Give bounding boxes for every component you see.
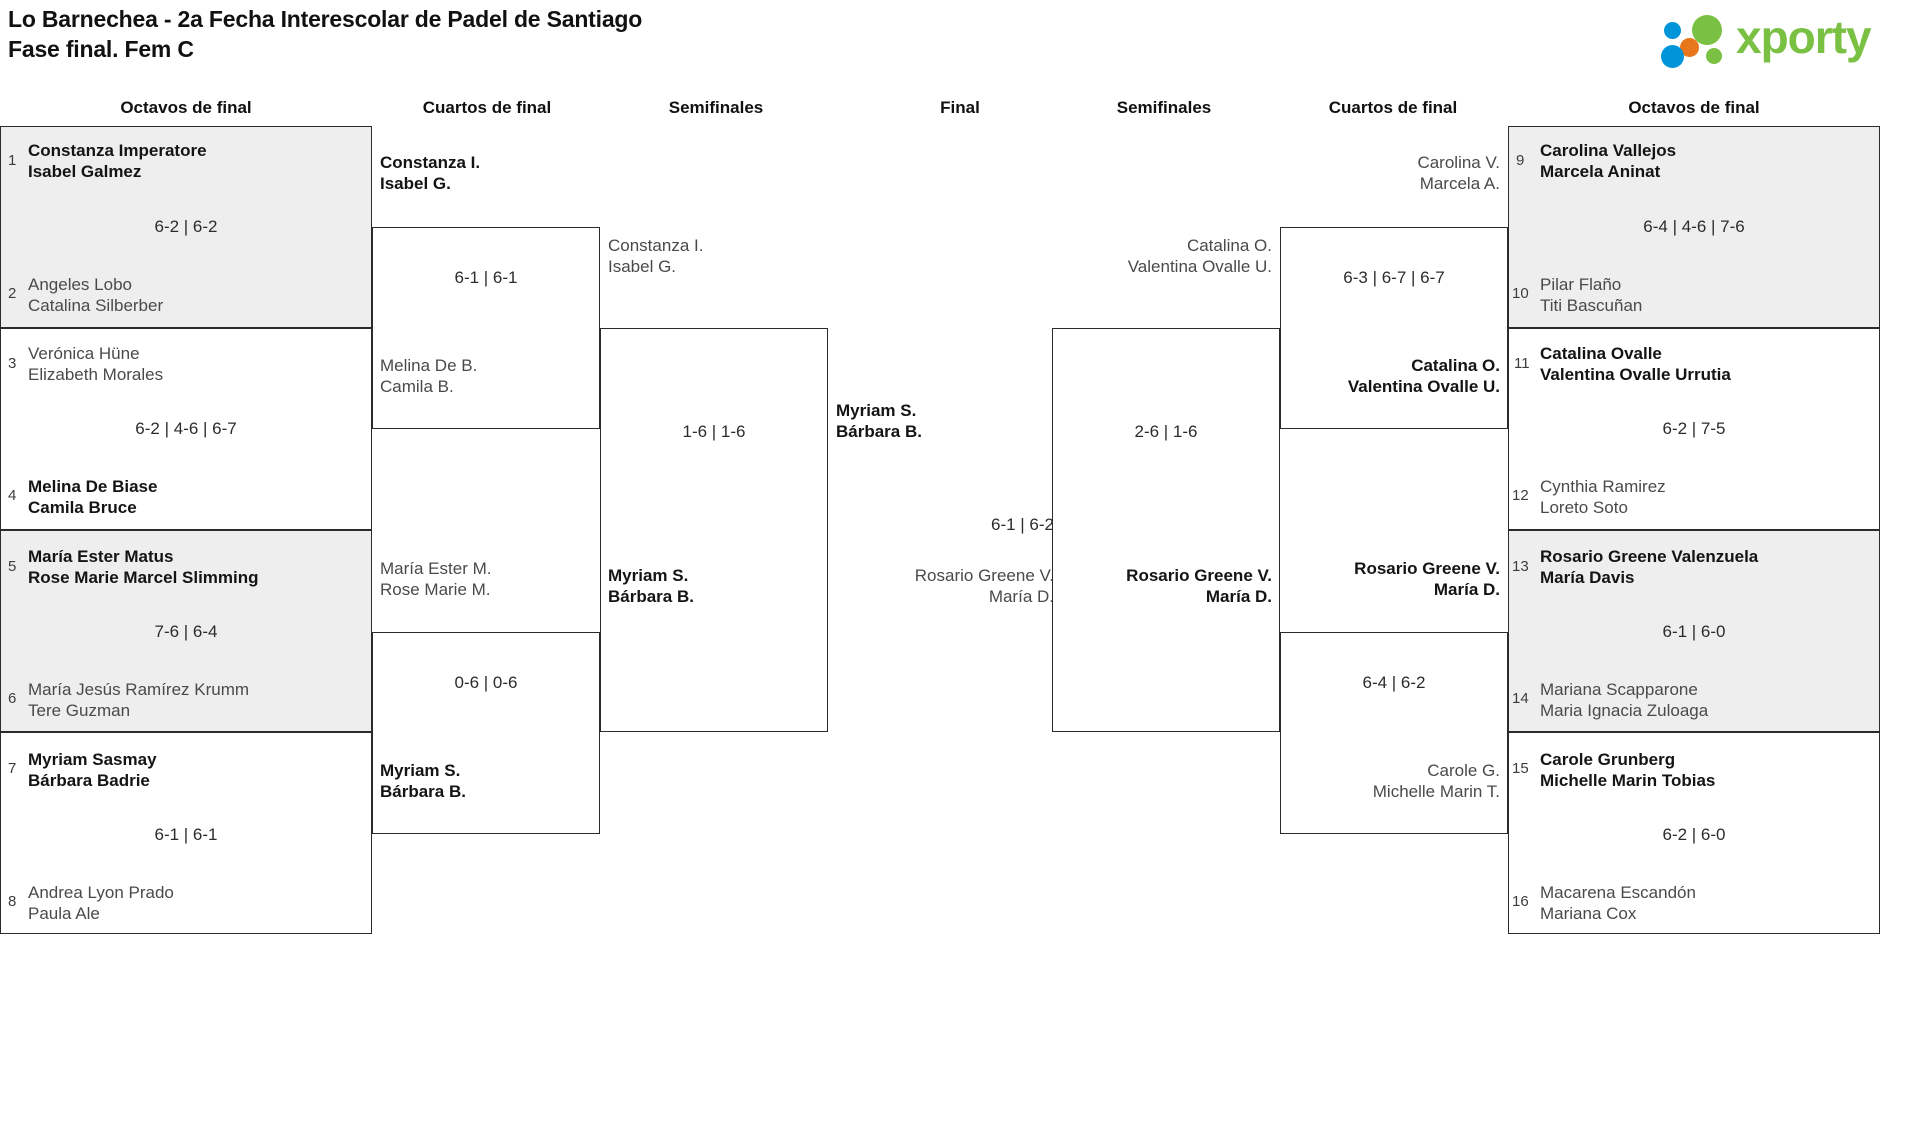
match-cell-left-r16-1[interactable] — [0, 126, 372, 328]
round-heading-right-sf: Semifinales — [1116, 98, 1212, 117]
score-right-r16-3: 6-1 | 6-0 — [1662, 622, 1726, 641]
seed-number-4: 4 — [8, 487, 17, 504]
match-cell-right-r16-4[interactable] — [1508, 732, 1880, 934]
seed-number-11: 11 — [1514, 355, 1530, 372]
seed-number-2: 2 — [8, 285, 17, 302]
connector-right-qf-1 — [1280, 227, 1508, 429]
score-left-sf-1: 1-6 | 1-6 — [682, 422, 746, 441]
team-right-r16-4-bottom: Macarena Escandón Mariana Cox — [1540, 883, 1696, 924]
team-left-r16-1-top: Constanza Imperatore Isabel Galmez — [28, 141, 207, 182]
team-left-r16-4-bottom: Andrea Lyon Prado Paula Ale — [28, 883, 174, 924]
logo-dot-green-small — [1706, 48, 1722, 64]
round-heading-left-qf: Cuartos de final — [422, 98, 552, 117]
slot-left-qf-2-top: María Ester M. Rose Marie M. — [380, 559, 492, 600]
connector-left-qf-1 — [372, 227, 600, 429]
logo-dot-green-large — [1692, 15, 1722, 45]
connector-left-qf-2 — [372, 632, 600, 834]
score-final: 6-1 | 6-2 — [990, 515, 1054, 534]
score-right-r16-2: 6-2 | 7-5 — [1662, 419, 1726, 438]
seed-number-7: 7 — [8, 760, 17, 777]
page-title: Lo Barnechea - 2a Fecha Interescolar de … — [8, 4, 1108, 65]
seed-number-13: 13 — [1512, 558, 1529, 575]
score-right-qf-1: 6-3 | 6-7 | 6-7 — [1343, 268, 1445, 287]
xporty-logo: xporty — [1656, 8, 1906, 68]
score-right-r16-1: 6-4 | 4-6 | 7-6 — [1643, 217, 1745, 236]
slot-left-qf-1-top: Constanza I. Isabel G. — [380, 153, 481, 194]
seed-number-8: 8 — [8, 893, 17, 910]
seed-number-15: 15 — [1512, 760, 1529, 777]
round-heading-right-qf: Cuartos de final — [1328, 98, 1458, 117]
slot-left-qf-1-bottom: Melina De B. Camila B. — [380, 356, 478, 397]
logo-dot-blue-large — [1661, 45, 1684, 68]
score-left-qf-2: 0-6 | 0-6 — [454, 673, 518, 692]
team-right-r16-3-bottom: Mariana Scapparone Maria Ignacia Zuloaga — [1540, 680, 1709, 721]
slot-left-qf-2-bottom: Myriam S. Bárbara B. — [380, 761, 466, 802]
seed-number-12: 12 — [1512, 487, 1529, 504]
slot-right-sf-1-bottom: Rosario Greene V. María D. — [1126, 566, 1272, 607]
score-right-sf-1: 2-6 | 1-6 — [1134, 422, 1198, 441]
team-right-r16-1-top: Carolina Vallejos Marcela Aninat — [1540, 141, 1677, 182]
seed-number-9: 9 — [1516, 152, 1525, 169]
seed-number-16: 16 — [1512, 893, 1529, 910]
team-right-r16-3-top: Rosario Greene Valenzuela María Davis — [1540, 547, 1759, 588]
team-left-r16-3-top: María Ester Matus Rose Marie Marcel Slim… — [28, 547, 259, 588]
seed-number-10: 10 — [1512, 285, 1529, 302]
team-right-r16-2-top: Catalina Ovalle Valentina Ovalle Urrutia — [1540, 344, 1731, 385]
slot-final-bottom: Rosario Greene V. María D. — [914, 566, 1054, 607]
round-heading-left-r16: Octavos de final — [120, 98, 252, 117]
team-left-r16-4-top: Myriam Sasmay Bárbara Badrie — [28, 750, 157, 791]
slot-right-qf-2-bottom: Carole G. Michelle Marin T. — [1372, 761, 1500, 802]
slot-right-qf-1-top: Carolina V. Marcela A. — [1417, 153, 1500, 194]
title-line-1: Lo Barnechea - 2a Fecha Interescolar de … — [8, 6, 643, 32]
score-left-qf-1: 6-1 | 6-1 — [454, 268, 518, 287]
match-cell-right-r16-3[interactable] — [1508, 530, 1880, 732]
round-heading-left-sf: Semifinales — [668, 98, 764, 117]
slot-right-qf-1-bottom: Catalina O. Valentina Ovalle U. — [1347, 356, 1500, 397]
score-left-r16-1: 6-2 | 6-2 — [154, 217, 218, 236]
match-cell-right-r16-2[interactable] — [1508, 328, 1880, 530]
score-right-qf-2: 6-4 | 6-2 — [1362, 673, 1426, 692]
connector-right-qf-2 — [1280, 632, 1508, 834]
connector-right-sf-1 — [1052, 328, 1280, 732]
team-right-r16-1-bottom: Pilar Flaño Titi Bascuñan — [1540, 275, 1643, 316]
score-right-r16-4: 6-2 | 6-0 — [1662, 825, 1726, 844]
team-right-r16-4-top: Carole Grunberg Michelle Marin Tobias — [1540, 750, 1716, 791]
team-left-r16-2-bottom: Melina De Biase Camila Bruce — [28, 477, 158, 518]
team-right-r16-2-bottom: Cynthia Ramirez Loreto Soto — [1540, 477, 1666, 518]
slot-left-sf-1-top: Constanza I. Isabel G. — [608, 236, 704, 277]
team-left-r16-1-bottom: Angeles Lobo Catalina Silberber — [28, 275, 164, 316]
score-left-r16-4: 6-1 | 6-1 — [154, 825, 218, 844]
seed-number-14: 14 — [1512, 690, 1529, 707]
match-cell-left-r16-3[interactable] — [0, 530, 372, 732]
slot-right-sf-1-top: Catalina O. Valentina Ovalle U. — [1127, 236, 1272, 277]
match-cell-right-r16-1[interactable] — [1508, 126, 1880, 328]
round-heading-right-r16: Octavos de final — [1628, 98, 1760, 117]
score-left-r16-2: 6-2 | 4-6 | 6-7 — [135, 419, 237, 438]
connector-left-sf-1 — [600, 328, 828, 732]
team-left-r16-3-bottom: María Jesús Ramírez Krumm Tere Guzman — [28, 680, 250, 721]
logo-wordmark: xporty — [1736, 11, 1872, 63]
match-cell-left-r16-2[interactable] — [0, 328, 372, 530]
round-heading-final: Final — [940, 98, 980, 117]
seed-number-5: 5 — [8, 558, 17, 575]
seed-number-1: 1 — [8, 152, 17, 169]
match-cell-left-r16-4[interactable] — [0, 732, 372, 934]
team-left-r16-2-top: Verónica Hüne Elizabeth Morales — [28, 344, 164, 385]
slot-final-top: Myriam S. Bárbara B. — [836, 401, 922, 442]
logo-dot-orange — [1680, 38, 1699, 57]
logo-dot-blue-small — [1664, 22, 1681, 39]
title-line-2: Fase final. Fem C — [8, 36, 194, 63]
slot-right-qf-2-top: Rosario Greene V. María D. — [1354, 559, 1500, 600]
slot-left-sf-1-bottom: Myriam S. Bárbara B. — [608, 566, 694, 607]
seed-number-3: 3 — [8, 355, 17, 372]
seed-number-6: 6 — [8, 690, 17, 707]
score-left-r16-3: 7-6 | 6-4 — [154, 622, 218, 641]
